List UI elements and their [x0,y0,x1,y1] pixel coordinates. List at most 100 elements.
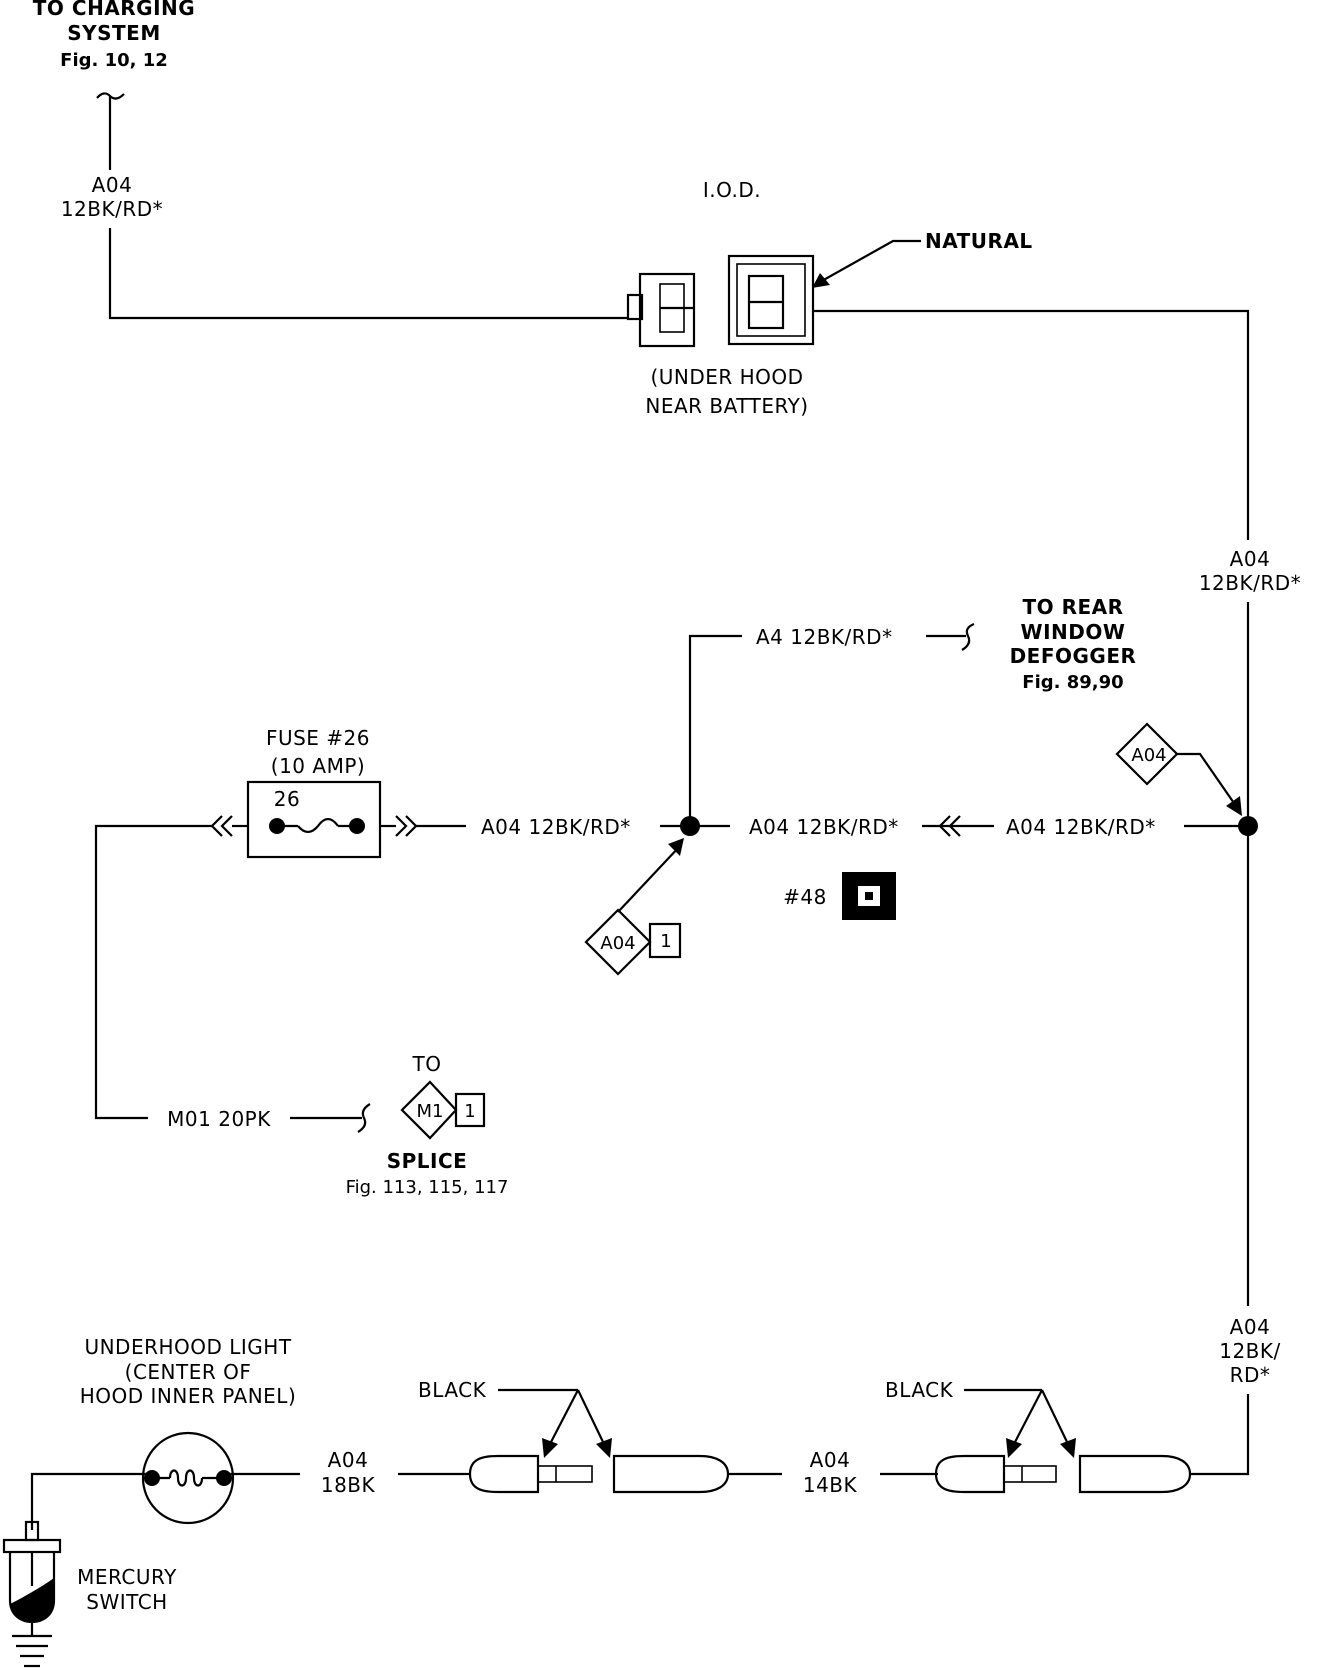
filament-icon [168,1469,204,1487]
wire-gauge-label: 12BK/RD* [1199,571,1301,595]
light-bulb-icon [141,1431,235,1525]
iod-title: I.O.D. [703,178,761,202]
defogger-wire-label: A4 12BK/RD* [756,625,893,649]
wire-gauge-label: 12BK/RD* [61,197,163,221]
wire-segment [688,634,742,826]
connector-48-pin [865,892,873,900]
charging-title-line1: TO CHARGING [33,0,195,20]
wire-segment [108,228,628,320]
m01-to-label: TO [412,1052,442,1076]
fuse-title: FUSE #26 [266,726,370,750]
iod-connector: I.O.D. NATURAL (UNDER HOOD NEAR BATTERY) [626,178,1033,418]
charging-title-line2: SYSTEM [67,21,161,45]
arrow-head-icon [542,1438,558,1458]
fuse-box [246,780,382,859]
m01-splice-reference: M01 20PK TO M1 1 SPLICE Fig. 113, 115, 1… [167,1052,508,1198]
splice-a04-right: A04 [1115,722,1242,816]
connector-color-label: BLACK [885,1378,954,1402]
connector-female-icon [1078,1454,1192,1494]
fuse-element-icon [297,817,339,834]
connector-pin [537,1465,593,1483]
connector-male-icon [468,1454,540,1494]
switch-cap [2,1538,62,1554]
leader-line [1041,1389,1069,1445]
connector-pair-right: BLACK [885,1378,1192,1494]
leader-line [1013,1389,1043,1445]
mercury-fill-icon [10,1578,54,1622]
defogger-line2: WINDOW [1021,620,1126,644]
splice-diamond-icon [584,908,652,976]
iod-natural-label: NATURAL [925,229,1033,253]
mercury-switch: MERCURY SWITCH [2,1472,177,1668]
splice-leader-line [617,845,681,913]
arrow-head-icon [1060,1438,1076,1458]
wire-gauge-label: 14BK [803,1473,858,1497]
wire-break-symbol [961,622,975,651]
connector-48: #48 [783,872,896,920]
splice-title: SPLICE [387,1149,468,1173]
iod-location-line2: NEAR BATTERY) [645,394,808,418]
connector-male-icon [934,1454,1006,1494]
splice-label: M1 [417,1101,444,1122]
splice-fig-ref: Fig. 113, 115, 117 [346,1177,509,1198]
charging-fig-ref: Fig. 10, 12 [60,50,168,71]
leader-line [549,1389,579,1445]
connector-pin [1003,1465,1057,1483]
connector-color-label: BLACK [418,1378,487,1402]
arrow-head-icon [668,838,684,856]
arrow-head-icon [1226,796,1242,816]
wire-gauge-label-2: RD* [1230,1363,1271,1387]
splice-diamond-icon [400,1080,458,1140]
connector-male-body [638,272,696,348]
connector-female-body [727,254,815,346]
wire-code-label: A04 [328,1448,369,1472]
splice-number: 1 [464,1101,475,1122]
splice-label: A04 [600,933,635,954]
wire-segment [30,1472,152,1530]
leader-line [577,1389,605,1445]
fuse-rating: (10 AMP) [271,754,365,778]
wire-segment [813,309,1250,540]
splice-junction-dot [680,816,700,836]
splice-number-box [454,1092,486,1128]
connector-female-icon [612,1454,730,1494]
defogger-branch: A4 12BK/RD* TO REAR WINDOW DEFOGGER Fig.… [688,595,1137,826]
wire-code-label: A04 [1230,547,1271,571]
arrow-head-icon [596,1438,612,1458]
splice-label: A04 [1131,745,1166,766]
fuse-26: FUSE #26 (10 AMP) 26 [210,726,418,859]
wire-code-label: A04 [1230,1315,1271,1339]
wire-break-symbol [357,1103,371,1133]
connector-48-label: #48 [783,885,827,909]
underhood-light: UNDERHOOD LIGHT (CENTER OF HOOD INNER PA… [80,1335,297,1525]
light-title-line2: (CENTER OF [125,1360,252,1384]
light-title-line1: UNDERHOOD LIGHT [84,1335,291,1359]
natural-leader-line [819,239,921,283]
connector-female-inner [736,263,806,337]
switch-title-line2: SWITCH [86,1590,167,1614]
connector-male-tab [626,293,644,321]
splice-number: 1 [660,931,671,952]
defogger-line3: DEFOGGER [1010,644,1137,668]
defogger-fig-ref: Fig. 89,90 [1022,672,1123,693]
connector-chevron-icon [938,815,961,837]
connector-chevron-icon [210,815,233,837]
arrow-head-icon [1006,1438,1022,1458]
wire-mid-left-label: A04 12BK/RD* [481,815,631,839]
splice-diamond-icon [1115,722,1179,786]
m01-wire-label: M01 20PK [167,1107,271,1131]
wire-code-label: A04 [92,173,133,197]
iod-location-line1: (UNDER HOOD [650,365,803,389]
switch-title-line1: MERCURY [77,1565,177,1589]
defogger-line1: TO REAR [1022,595,1123,619]
wire-gauge-label: 18BK [321,1473,376,1497]
splice-a04-mid: A04 1 [584,838,684,976]
light-title-line3: HOOD INNER PANEL) [80,1384,297,1408]
charging-system-reference: TO CHARGING SYSTEM Fig. 10, 12 [33,0,195,100]
wire-gauge-label-1: 12BK/ [1219,1339,1281,1363]
arrow-head-icon [812,273,830,288]
wire-segment [1190,1394,1250,1476]
connector-chevron-icon [395,815,418,837]
splice-number-box [648,922,682,959]
